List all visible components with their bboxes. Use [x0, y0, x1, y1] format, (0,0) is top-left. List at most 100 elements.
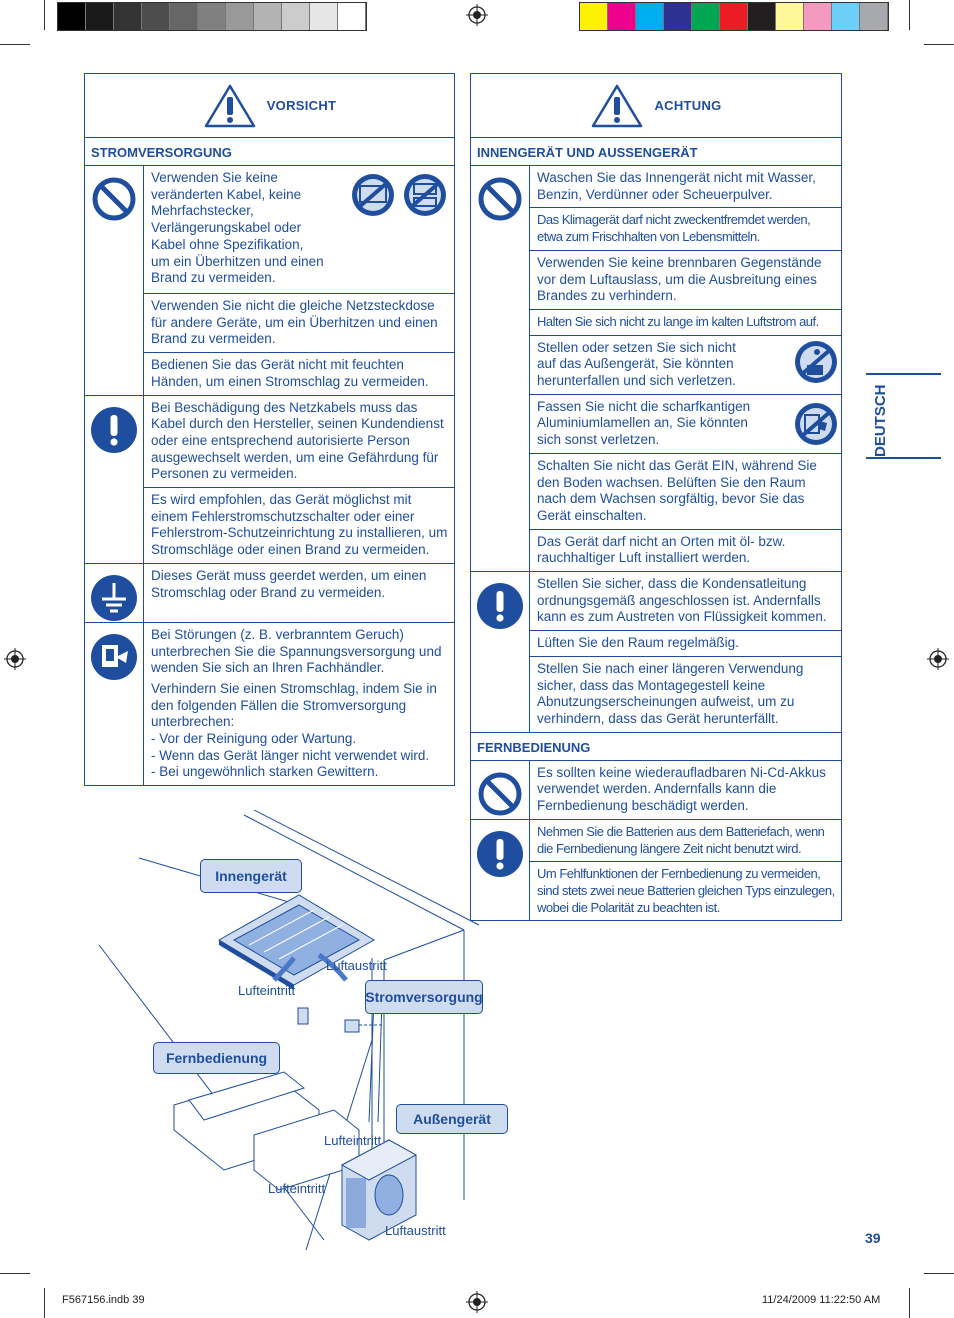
warning-text: Lüften Sie den Raum regelmäßig. — [530, 631, 841, 657]
process-color-bar — [579, 2, 889, 31]
language-tab: DEUTSCH — [866, 373, 941, 459]
warning-text: Stellen Sie sicher, dass die Kondensatle… — [530, 572, 841, 632]
warning-text: Dieses Gerät muss geerdet werden, um ein… — [151, 567, 427, 600]
list-item: - Bei ungewöhnlich starken Gewittern. — [151, 764, 379, 780]
no-extension-cord-icon — [404, 174, 446, 216]
no-sitting-icon — [795, 340, 837, 383]
warning-text: Verwenden Sie nicht die gleiche Netzstec… — [144, 294, 454, 354]
power-supply-label: Stromversorgung — [365, 980, 483, 1014]
prohibition-group: Verwenden Sie keine veränderten Kabel, k… — [85, 166, 454, 396]
color-swatch — [86, 3, 114, 30]
warning-panel: ACHTUNG INNENGERÄT UND AUSSENGERÄT Wasch… — [470, 73, 842, 922]
color-swatch — [198, 3, 226, 30]
color-swatch — [226, 3, 254, 30]
power-outlet — [344, 1019, 360, 1033]
air-outlet-label: Luftaustritt — [385, 1223, 446, 1238]
warning-text: Das Gerät darf nicht an Orten mit öl- bz… — [537, 533, 786, 566]
color-swatch — [804, 3, 832, 30]
warning-text: Bei Störungen (z. B. verbranntem Geruch)… — [151, 626, 442, 676]
air-inlet-label: Lufteintritt — [238, 983, 296, 998]
warning-text: Stellen Sie nach einer längeren Verwendu… — [537, 660, 804, 726]
color-swatch — [748, 3, 776, 30]
crop-mark — [924, 1273, 954, 1274]
warning-triangle-icon — [592, 84, 643, 127]
color-swatch — [338, 3, 366, 30]
mandatory-group: Bei Beschädigung des Netzkabels muss das… — [85, 395, 454, 564]
no-multi-plug-icon — [352, 174, 394, 216]
registration-mark-icon — [466, 4, 488, 26]
prohibition-group: Waschen Sie das Innengerät nicht mit Was… — [471, 166, 841, 573]
registration-mark-icon — [466, 1291, 488, 1313]
ground-group: Dieses Gerät muss geerdet werden, um ein… — [85, 563, 454, 623]
color-swatch — [170, 3, 198, 30]
outdoor-unit — [340, 1139, 418, 1241]
warning-text: Bei Beschädigung des Netzkabels muss das… — [144, 396, 454, 489]
indoor-outdoor-section-title: INNENGERÄT UND AUSSENGERÄT — [471, 138, 841, 166]
color-swatch — [310, 3, 338, 30]
warning-text: Bedienen Sie das Gerät nicht mit feuchte… — [151, 357, 429, 389]
outdoor-unit-label: Außengerät — [396, 1104, 508, 1134]
mandatory-group: Stellen Sie sicher, dass die Kondensatle… — [471, 572, 841, 733]
warning-title: ACHTUNG — [654, 98, 722, 113]
exclamation-icon — [91, 406, 137, 453]
registration-mark-icon — [927, 648, 949, 670]
sofa — [173, 1071, 360, 1191]
crop-mark — [0, 1273, 30, 1274]
ground-icon — [91, 574, 137, 621]
warning-text: Das Klimagerät darf nicht zweckentfremde… — [530, 208, 841, 251]
warning-text: Es sollten keine wiederaufladbaren Ni-Cd… — [537, 764, 826, 814]
warning-triangle-icon — [204, 84, 255, 127]
color-swatch — [860, 3, 888, 30]
warning-header: ACHTUNG — [471, 74, 841, 138]
crop-mark — [924, 44, 954, 45]
warning-text: Fassen Sie nicht die scharfkantigen Alum… — [530, 395, 841, 454]
color-swatch — [664, 3, 692, 30]
prohibition-group: Es sollten keine wiederaufladbaren Ni-Cd… — [471, 760, 841, 820]
warning-text: Stellen oder setzen Sie sich nicht auf d… — [530, 336, 841, 395]
warning-text: Nehmen Sie die Batterien aus dem Batteri… — [530, 820, 841, 863]
crop-mark — [0, 44, 30, 45]
warning-text: Um Fehlfunktionen der Fernbedienung zu v… — [537, 866, 835, 915]
caution-title: VORSICHT — [266, 98, 337, 113]
language-tab-label: DEUTSCH — [872, 384, 889, 457]
air-inlet-label: Lufteintritt — [268, 1181, 326, 1196]
switch-off-icon — [91, 633, 137, 680]
color-swatch — [114, 3, 142, 30]
color-swatch — [832, 3, 860, 30]
indoor-unit — [218, 894, 375, 990]
color-swatch — [254, 3, 282, 30]
remote-control-section-title: FERNBEDIENUNG — [471, 733, 841, 761]
registration-mark-icon — [4, 648, 26, 670]
color-swatch — [608, 3, 636, 30]
warning-text: Schalten Sie nicht das Gerät EIN, währen… — [530, 454, 841, 530]
prohibition-icon — [478, 177, 522, 221]
warning-text: Halten Sie sich nicht zu lange im kalten… — [530, 310, 841, 336]
warning-text: Es wird empfohlen, das Gerät möglichst m… — [151, 492, 448, 558]
exclamation-icon — [477, 583, 523, 630]
color-swatch — [58, 3, 86, 30]
crop-mark — [909, 1288, 910, 1318]
list-item: - Vor der Reinigung oder Wartung. — [151, 731, 357, 747]
crop-mark — [44, 0, 45, 30]
warning-text: Verwenden Sie keine veränderten Kabel, k… — [144, 166, 454, 294]
warning-text: Waschen Sie das Innengerät nicht mit Was… — [530, 166, 841, 209]
color-swatch — [580, 3, 608, 30]
color-swatch — [776, 3, 804, 30]
mandatory-group: Nehmen Sie die Batterien aus dem Batteri… — [471, 819, 841, 921]
footer-file-name: F567156.indb 39 — [62, 1294, 145, 1306]
switch-off-group: Bei Störungen (z. B. verbranntem Geruch)… — [85, 622, 454, 786]
crop-mark — [44, 1288, 45, 1318]
color-swatch — [282, 3, 310, 30]
footer-timestamp: 11/24/2009 11:22:50 AM — [762, 1294, 881, 1306]
warning-text: Verwenden Sie keine brennbaren Gegenstän… — [530, 251, 841, 310]
prohibition-icon — [478, 772, 522, 816]
caution-header: VORSICHT — [85, 74, 454, 138]
grayscale-color-bar — [57, 2, 367, 31]
crop-mark — [909, 0, 910, 30]
color-swatch — [692, 3, 720, 30]
air-outlet-label: Luftaustritt — [326, 958, 387, 973]
prohibition-icon — [92, 177, 136, 221]
caution-panel: VORSICHT STROMVERSORGUNG Verwenden Sie k… — [84, 73, 455, 787]
list-item: - Wenn das Gerät länger nicht verwendet … — [151, 747, 430, 763]
page-number: 39 — [865, 1230, 881, 1246]
